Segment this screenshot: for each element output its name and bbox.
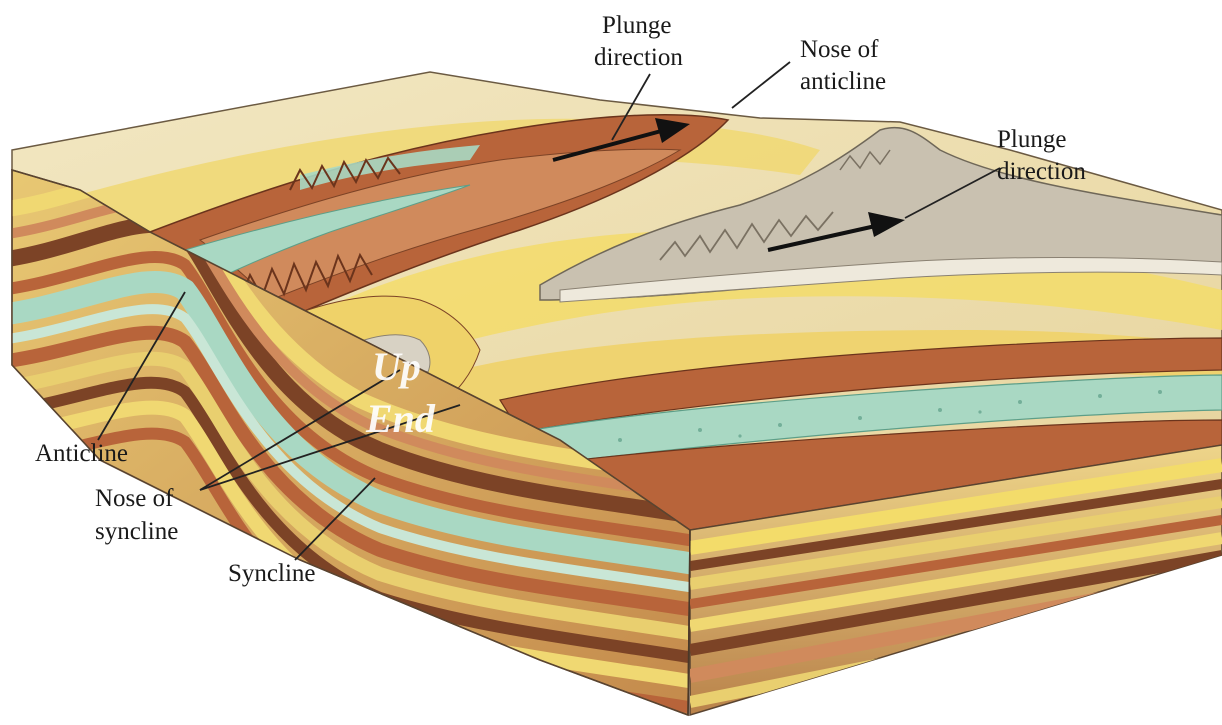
label-nose-of-anticline-line-2: anticline [800, 68, 886, 95]
label-nose-of-syncline: Nose of syncline [95, 485, 178, 545]
label-nose-of-syncline-line-2: syncline [95, 518, 178, 545]
label-nose-of-anticline: Nose of anticline [800, 36, 886, 95]
watermark-line-1: Up [372, 344, 421, 389]
label-nose-of-anticline-line-1: Nose of [800, 36, 879, 63]
leader-nose-of-anticline [732, 62, 790, 108]
label-plunge-direction-1-line-1: Plunge [602, 12, 671, 39]
label-plunge-direction-1-line-2: direction [594, 44, 683, 71]
label-anticline: Anticline [35, 440, 128, 467]
label-plunge-direction-1: Plunge direction [594, 12, 683, 71]
watermark-line-2: End [365, 396, 436, 441]
label-nose-of-syncline-line-1: Nose of [95, 485, 174, 512]
label-plunge-direction-2-line-1: Plunge [997, 126, 1066, 153]
label-plunge-direction-2-line-2: direction [997, 158, 1086, 185]
label-syncline: Syncline [228, 560, 316, 587]
